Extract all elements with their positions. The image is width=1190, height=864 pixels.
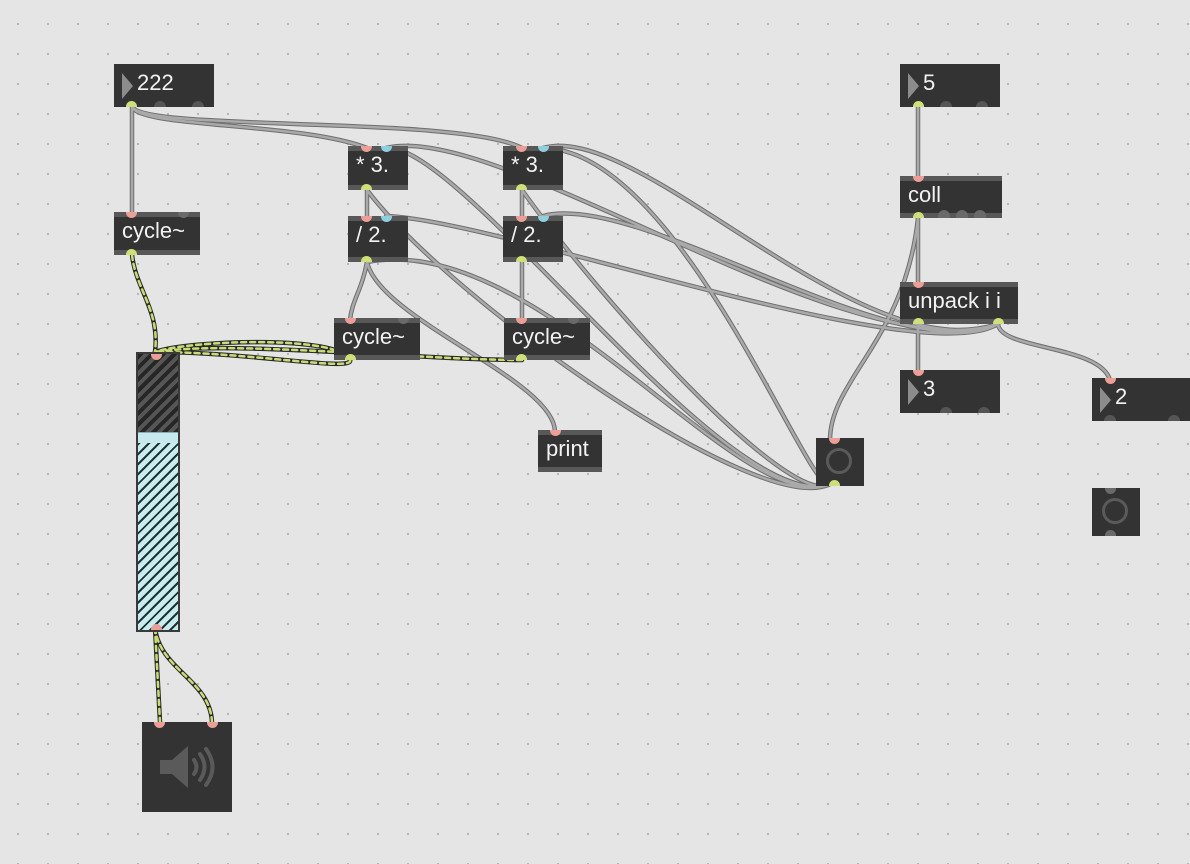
outlet[interactable] bbox=[516, 184, 527, 190]
print-object[interactable]: print bbox=[538, 430, 602, 472]
object-label: * 3. bbox=[511, 152, 545, 177]
object-label: / 2. bbox=[356, 222, 387, 247]
gain-slider-level bbox=[138, 443, 178, 630]
triangle-right-icon bbox=[122, 73, 133, 99]
object-label: cycle~ bbox=[342, 324, 405, 349]
triangle-right-icon bbox=[1100, 387, 1111, 413]
divide-object-1[interactable]: / 2. bbox=[348, 216, 408, 262]
triangle-right-icon bbox=[908, 73, 919, 99]
number-value: 2 bbox=[1115, 384, 1128, 409]
object-label: * 3. bbox=[356, 152, 390, 177]
gain-slider-track-upper bbox=[138, 354, 178, 432]
outlet[interactable] bbox=[126, 101, 137, 107]
unpack-object[interactable]: unpack i i bbox=[900, 282, 1018, 324]
divide-object-2[interactable]: / 2. bbox=[503, 216, 563, 262]
outlet[interactable] bbox=[151, 624, 162, 630]
number-box-2[interactable]: 2 bbox=[1092, 378, 1190, 421]
signal-cords-base bbox=[129, 252, 525, 725]
number-box-222[interactable]: 222 bbox=[114, 64, 214, 107]
cold-inlet[interactable] bbox=[538, 146, 549, 152]
inlet[interactable] bbox=[829, 438, 840, 444]
object-label: unpack i i bbox=[908, 288, 1001, 313]
outlet[interactable] bbox=[829, 480, 840, 486]
signal-cords bbox=[130, 253, 524, 724]
number-value: 3 bbox=[923, 376, 936, 401]
triangle-right-icon bbox=[908, 379, 919, 405]
number-box-3[interactable]: 3 bbox=[900, 370, 1000, 413]
coll-object[interactable]: coll bbox=[900, 176, 1002, 218]
outlet[interactable] bbox=[345, 354, 356, 360]
outlet[interactable] bbox=[993, 318, 1004, 324]
speaker-icon bbox=[160, 746, 215, 788]
outlet[interactable] bbox=[913, 318, 924, 324]
number-value: 5 bbox=[923, 70, 936, 95]
cold-inlet[interactable] bbox=[381, 216, 392, 222]
cycle-object-right[interactable]: cycle~ bbox=[504, 318, 590, 360]
number-value: 222 bbox=[137, 70, 174, 95]
cycle-object-middle[interactable]: cycle~ bbox=[334, 318, 420, 360]
object-label: coll bbox=[908, 182, 942, 207]
bang-circle-icon bbox=[1102, 498, 1128, 524]
bang-button-2[interactable] bbox=[1092, 488, 1140, 536]
outlet[interactable] bbox=[361, 256, 372, 262]
outlet[interactable] bbox=[913, 101, 924, 107]
inlet-left[interactable] bbox=[154, 722, 165, 728]
ezdac-speaker[interactable] bbox=[142, 722, 232, 812]
outlet[interactable] bbox=[956, 210, 968, 218]
cold-inlet[interactable] bbox=[381, 146, 392, 152]
multiply-object-2[interactable]: * 3. bbox=[503, 146, 563, 190]
inlet[interactable] bbox=[178, 212, 189, 218]
inlet-right[interactable] bbox=[207, 722, 218, 728]
object-label: cycle~ bbox=[512, 324, 575, 349]
number-box-5[interactable]: 5 bbox=[900, 64, 1000, 107]
gain-slider[interactable] bbox=[136, 352, 180, 632]
object-label: / 2. bbox=[511, 222, 542, 247]
outlet[interactable] bbox=[361, 184, 372, 190]
outlet[interactable] bbox=[938, 210, 950, 218]
outlet[interactable] bbox=[974, 210, 986, 218]
outlet[interactable] bbox=[516, 256, 527, 262]
outlet[interactable] bbox=[1105, 530, 1116, 536]
outlet[interactable] bbox=[516, 354, 527, 360]
bang-circle-icon bbox=[826, 448, 852, 474]
outlet[interactable] bbox=[126, 249, 137, 255]
inlet[interactable] bbox=[568, 318, 579, 324]
cycle-object-left[interactable]: cycle~ bbox=[114, 212, 200, 255]
object-label: cycle~ bbox=[122, 218, 185, 243]
outlet[interactable] bbox=[913, 212, 924, 218]
inlet[interactable] bbox=[1105, 488, 1116, 494]
multiply-object-1[interactable]: * 3. bbox=[348, 146, 408, 190]
bang-button[interactable] bbox=[816, 438, 864, 486]
cold-inlet[interactable] bbox=[538, 216, 549, 222]
inlet[interactable] bbox=[398, 318, 409, 324]
object-label: print bbox=[546, 436, 589, 461]
